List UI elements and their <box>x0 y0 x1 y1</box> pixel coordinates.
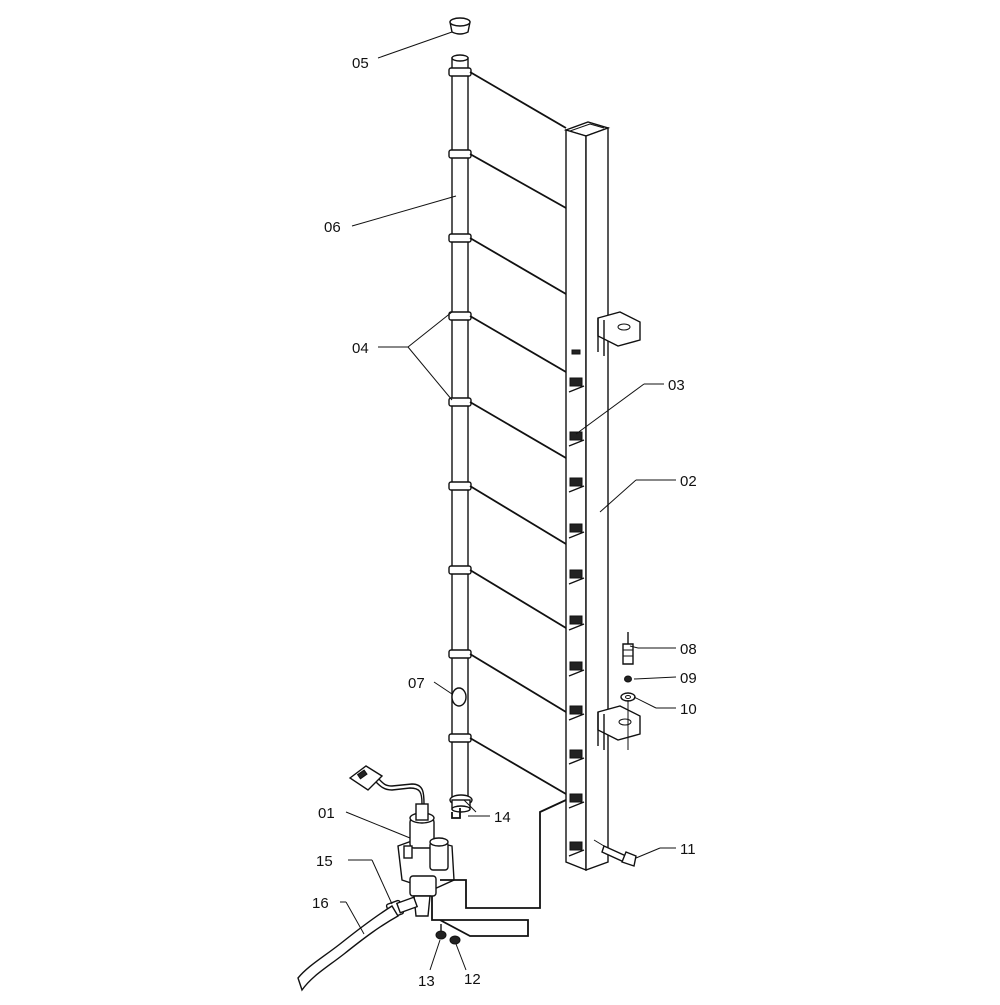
callout-15: 15 <box>316 853 333 870</box>
rail-part-02 <box>563 121 611 872</box>
callout-14: 14 <box>494 809 511 826</box>
callout-06: 06 <box>324 219 341 236</box>
nut-part-13 <box>435 924 447 940</box>
nut-part-12 <box>449 935 461 945</box>
callout-16: 16 <box>312 895 329 912</box>
pipe-connectors-part-04 <box>448 67 472 743</box>
callout-10: 10 <box>680 701 697 718</box>
fitting-part-14 <box>449 794 473 813</box>
valve-wiring <box>431 799 567 937</box>
washer-part-09 <box>624 675 632 683</box>
callout-08: 08 <box>680 641 697 658</box>
washer-part-10 <box>620 692 636 702</box>
callout-05: 05 <box>352 55 369 72</box>
upper-bracket <box>597 311 641 356</box>
valve-cable <box>348 765 425 805</box>
cap-part-05 <box>449 17 471 35</box>
lower-bracket <box>597 705 641 750</box>
callout-01: 01 <box>318 805 335 822</box>
callout-04: 04 <box>352 340 369 357</box>
fitting-part-07 <box>451 687 467 707</box>
callout-07: 07 <box>408 675 425 692</box>
callout-09: 09 <box>680 670 697 687</box>
callout-02: 02 <box>680 473 697 490</box>
rail-scale-markings <box>568 349 585 857</box>
valve-assembly-part-01 <box>397 803 455 917</box>
screw-part-08 <box>622 632 634 665</box>
hose-part-16 <box>297 905 399 992</box>
sensor-wires <box>469 71 567 795</box>
pipe-part-06 <box>451 54 469 799</box>
bolt-part-11 <box>593 839 637 867</box>
leader-lines <box>340 31 677 971</box>
callout-13: 13 <box>418 973 435 990</box>
callout-03: 03 <box>668 377 685 394</box>
callout-12: 12 <box>464 971 481 988</box>
callout-11: 11 <box>680 841 696 858</box>
